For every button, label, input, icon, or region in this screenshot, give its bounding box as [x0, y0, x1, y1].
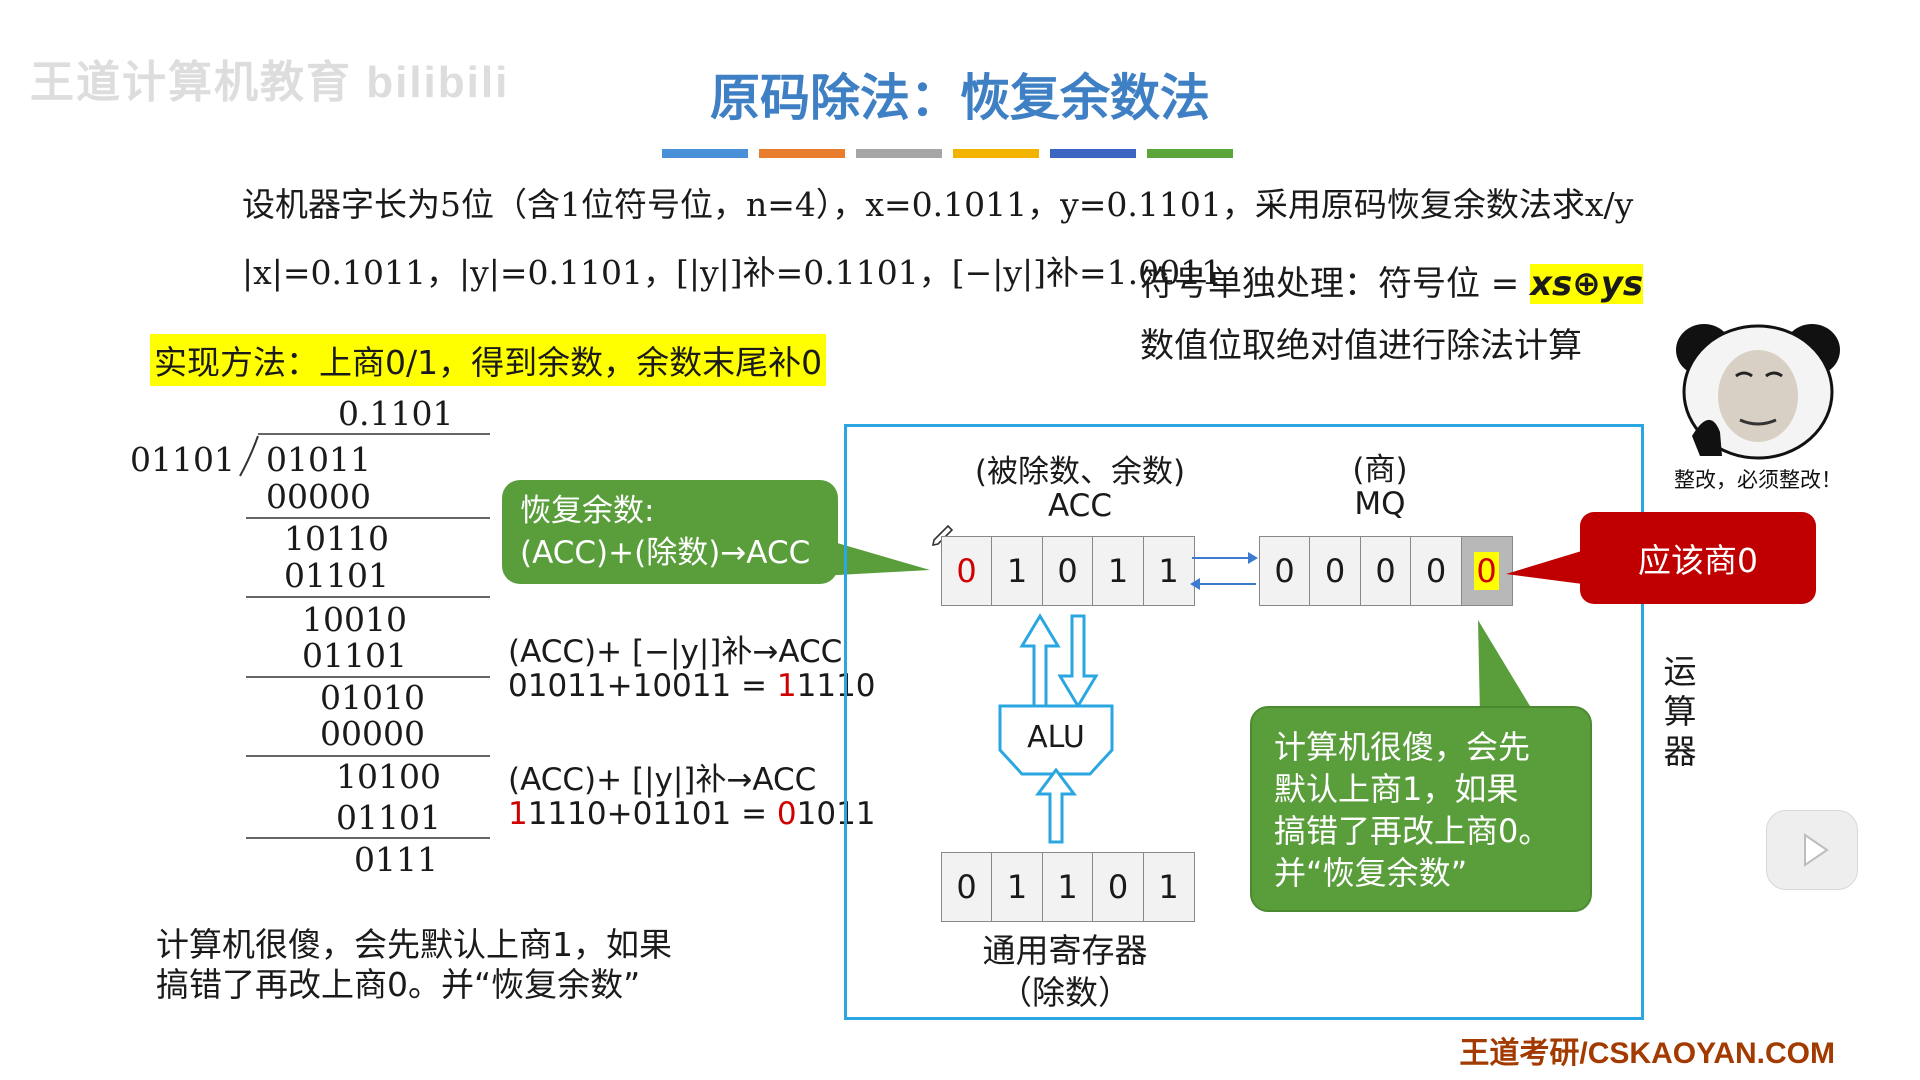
problem-line-1: 设机器字长为5位（含1位符号位，n=4），x=0.1011，y=0.1101，采…: [242, 185, 1634, 224]
sign-rule-line-1: 符号单独处理：符号位 = xs⊕ys: [1140, 256, 1644, 305]
mq-register: 0 0 0 0 0: [1258, 536, 1513, 606]
gpr-bit: 1: [1142, 852, 1195, 922]
gpr-bit: 0: [1092, 852, 1144, 922]
green-callout-pointer: [1478, 620, 1536, 716]
acc-bit: 1: [991, 536, 1043, 606]
watermark: 王道计算机教育 bilibili: [30, 58, 510, 107]
division-row-4: 01101: [284, 556, 389, 595]
op2-calc-rest: 1011: [796, 796, 876, 832]
op1-calc-rest: 1110: [796, 668, 876, 704]
restore-callout-line-2: (ACC)+(除数)→ACC: [520, 535, 811, 571]
gpr-bit: 1: [991, 852, 1043, 922]
division-bar: [258, 433, 490, 435]
op2-calc-mid: 1110+01101 =: [527, 796, 777, 832]
division-row-2: 00000: [266, 477, 371, 516]
division-row-6: 01101: [302, 636, 407, 675]
op1-calc-sign: 1: [776, 668, 797, 704]
title-color-bar: [1050, 149, 1136, 158]
general-register: 0 1 1 0 1: [940, 852, 1195, 922]
method-highlight: 实现方法：上商0/1，得到余数，余数末尾补0: [150, 334, 827, 386]
acc-bit: 1: [1092, 536, 1144, 606]
callout-line: 搞错了再改上商0。: [1274, 812, 1551, 850]
restore-callout: 恢复余数: (ACC)+(除数)→ACC: [502, 480, 838, 584]
gpr-label-sub: （除数）: [999, 973, 1131, 1012]
mq-bit: 0: [1410, 536, 1462, 606]
sign-rule-line-2: 数值位取绝对值进行除法计算: [1140, 326, 1582, 366]
gpr-label: 通用寄存器: [982, 931, 1148, 970]
division-line: [246, 676, 490, 678]
acc-bit: 0: [940, 536, 993, 606]
alu-unit-frame: [844, 424, 1644, 1020]
panda-meme-image: [1676, 324, 1840, 460]
alu-label: ALU: [1027, 720, 1085, 755]
play-triangle-icon: [1804, 833, 1829, 867]
division-line: [246, 837, 490, 839]
title-color-bar: [856, 149, 942, 158]
op2-expression: (ACC)+ [|y|]补→ACC: [508, 762, 817, 798]
problem-line-2: |x|=0.1011，|y|=0.1101，[|y|]补=0.1101，[−|y…: [242, 253, 1223, 292]
callout-line: 计算机很傻，会先: [1274, 728, 1531, 766]
division-row-5: 10010: [302, 600, 407, 639]
acc-bit: 1: [1142, 536, 1195, 606]
alu-dataflow: [998, 613, 1114, 844]
acc-mq-shift-arrows: [1190, 552, 1258, 590]
op1-expression: (ACC)+ [−|y|]补→ACC: [508, 634, 843, 670]
mq-label: MQ: [1354, 486, 1406, 522]
note-line-1: 计算机很傻，会先默认上商1，如果: [156, 925, 672, 964]
acc-bit: 0: [1041, 536, 1094, 606]
division-line: [246, 517, 490, 519]
quotient-explain-callout: 计算机很傻，会先 默认上商1，如果 搞错了再改上商0。 并“恢复余数”: [1250, 706, 1592, 912]
op2-calc-sign2: 0: [776, 796, 797, 832]
page-title: 原码除法：恢复余数法: [710, 69, 1210, 127]
alu-side-char: 器: [1663, 732, 1697, 771]
zero-callout-pointer: [1506, 546, 1598, 586]
op1-calc-prefix: 01011+10011 =: [508, 668, 777, 704]
division-row-9: 10100: [336, 757, 441, 796]
mq-bit: 0: [1309, 536, 1361, 606]
restore-callout-pointer: [820, 538, 930, 576]
gpr-bit: 1: [1041, 852, 1094, 922]
alu-side-char: 运: [1663, 652, 1697, 691]
mq-label-top: (商): [1352, 452, 1408, 488]
division-remainder: 0111: [354, 840, 438, 879]
quotient-zero-callout: 应该商0: [1580, 512, 1816, 604]
mq-bit: 0: [1258, 536, 1311, 606]
alu-side-label: 运 算 器: [1658, 652, 1702, 772]
division-row-1: 01011: [266, 440, 371, 479]
division-line: [246, 755, 490, 757]
footer-brand: 王道考研/CSKAOYAN.COM: [1459, 1037, 1835, 1070]
mq-bit: 0: [1359, 536, 1412, 606]
acc-register: 0 1 0 1 1: [940, 536, 1195, 606]
acc-label-top: (被除数、余数): [974, 454, 1186, 490]
sign-rule-prefix: 符号单独处理：符号位 =: [1140, 264, 1531, 304]
division-line: [246, 596, 490, 598]
mq-bit-current: 0: [1460, 536, 1513, 606]
division-row-7: 01010: [320, 678, 425, 717]
division-divisor: 01101: [130, 440, 235, 479]
op2-calc-sign1: 1: [508, 796, 528, 832]
gpr-bit: 0: [940, 852, 993, 922]
alu-side-char: 算: [1663, 692, 1697, 731]
sign-xor-formula: xs⊕ys: [1530, 264, 1644, 304]
division-row-3: 10110: [284, 519, 389, 558]
division-row-10: 01101: [336, 798, 441, 837]
callout-line: 并“恢复余数”: [1274, 854, 1468, 892]
note-line-2: 搞错了再改上商0。并“恢复余数”: [156, 965, 641, 1004]
play-icon[interactable]: [1766, 810, 1858, 890]
title-color-bar: [1147, 149, 1233, 158]
title-color-bar: [759, 149, 845, 158]
division-bracket: [239, 435, 259, 477]
division-row-8: 00000: [320, 714, 425, 753]
restore-callout-line-1: 恢复余数:: [520, 493, 655, 529]
title-color-bar: [953, 149, 1039, 158]
op1-calculation: 01011+10011 = 11110: [508, 668, 876, 704]
mq-bit-current-value: 0: [1474, 552, 1499, 590]
acc-label: ACC: [1048, 488, 1112, 524]
callout-line: 默认上商1，如果: [1274, 770, 1519, 808]
division-quotient: 0.1101: [338, 394, 454, 433]
title-color-bar: [662, 149, 748, 158]
meme-caption: 整改，必须整改！: [1674, 468, 1842, 492]
op2-calculation: 11110+01101 = 01011: [508, 796, 876, 832]
